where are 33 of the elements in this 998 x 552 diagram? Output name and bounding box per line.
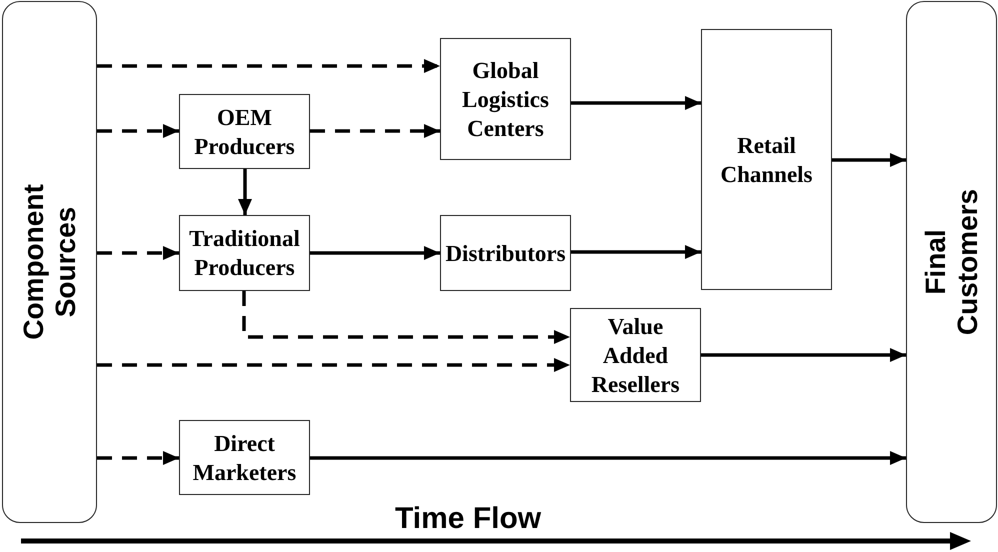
rounded-panel [2,1,97,523]
arrow [571,96,701,110]
panel-label: Final Customers [920,188,984,338]
box-label: Traditional Producers [188,225,301,282]
dashed-arrow [310,124,440,138]
dashed-arrow [97,451,179,465]
dashed-arrow [97,246,179,260]
box-label: Retail Channels [719,132,814,188]
arrow [832,153,906,167]
process-box [179,215,310,291]
box-label: Global Logistics Centers [461,56,550,142]
box-label: Direct Marketers [192,430,298,486]
dashed-arrow [97,124,179,138]
arrow [310,451,906,465]
arrow [701,348,906,362]
rounded-panel [906,1,997,523]
direction-label: Time Flow [395,504,542,534]
dashed-arrow [97,358,570,372]
process-box [440,38,571,160]
box-label: OEM Producers [193,104,296,160]
arrow [310,246,440,260]
panel-label: Component Sources [18,183,82,342]
process-box [440,215,571,291]
process-box [570,308,701,402]
arrow [571,245,701,259]
box-label: Value Added Resellers [590,312,681,398]
dashed-arrow [242,291,570,344]
dashed-arrow [97,59,440,73]
arrow [238,169,252,215]
process-box [179,94,310,169]
box-label: Distributors [445,240,566,268]
process-box [179,420,310,495]
process-box [701,29,832,290]
